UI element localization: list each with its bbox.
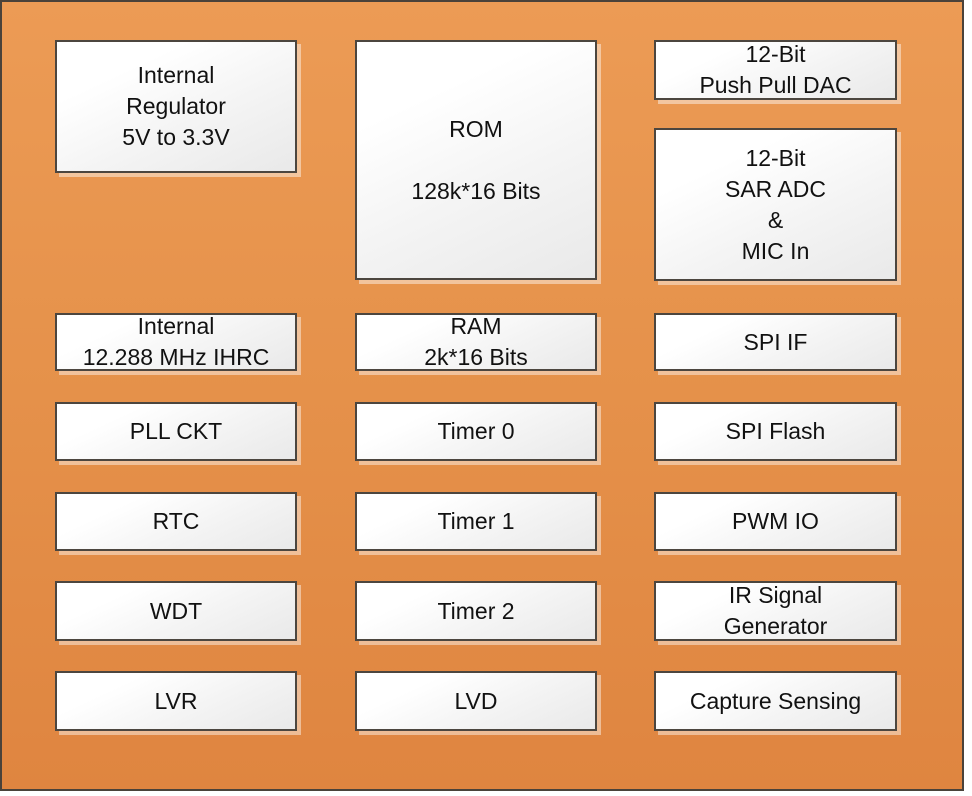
block-sar-adc-mic: 12-Bit SAR ADC & MIC In xyxy=(654,128,897,281)
block-rtc: RTC xyxy=(55,492,297,551)
block-spi-if: SPI IF xyxy=(654,313,897,371)
block-pll-ckt: PLL CKT xyxy=(55,402,297,461)
block-ram: RAM 2k*16 Bits xyxy=(355,313,597,371)
block-ir-signal-generator: IR Signal Generator xyxy=(654,581,897,641)
block-internal-ihrc: Internal 12.288 MHz IHRC xyxy=(55,313,297,371)
block-timer-2: Timer 2 xyxy=(355,581,597,641)
block-lvd: LVD xyxy=(355,671,597,731)
block-capture-sensing: Capture Sensing xyxy=(654,671,897,731)
block-lvr: LVR xyxy=(55,671,297,731)
block-internal-regulator: Internal Regulator 5V to 3.3V xyxy=(55,40,297,173)
block-push-pull-dac: 12-Bit Push Pull DAC xyxy=(654,40,897,100)
block-timer-0: Timer 0 xyxy=(355,402,597,461)
block-timer-1: Timer 1 xyxy=(355,492,597,551)
block-wdt: WDT xyxy=(55,581,297,641)
block-rom: ROM 128k*16 Bits xyxy=(355,40,597,280)
block-pwm-io: PWM IO xyxy=(654,492,897,551)
block-spi-flash: SPI Flash xyxy=(654,402,897,461)
